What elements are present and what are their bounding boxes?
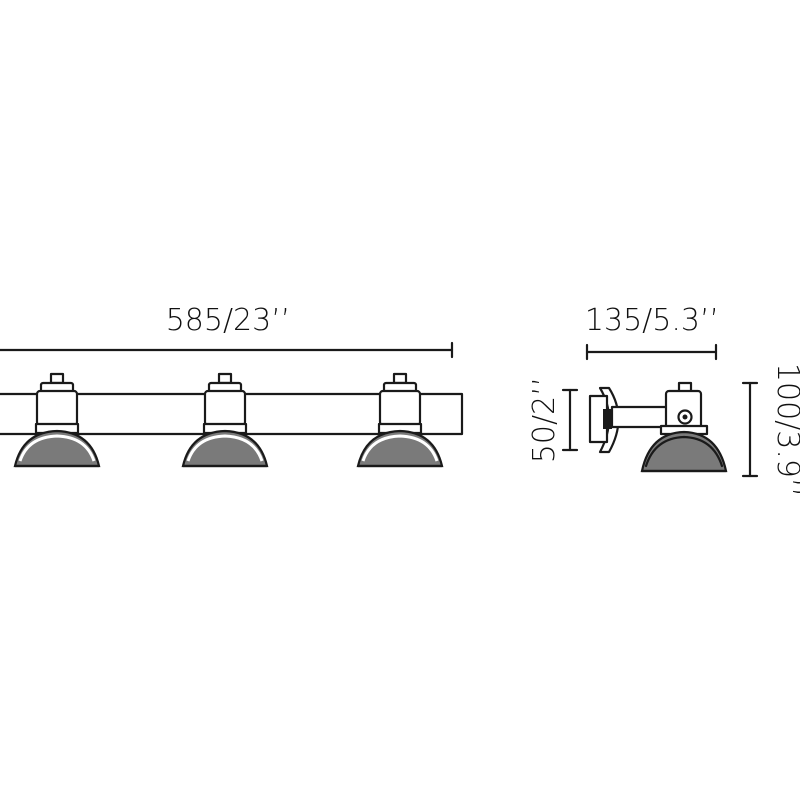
- total-height-dimension: 100/3.9’’: [741, 363, 800, 497]
- side-lamp-shade-rim: [644, 435, 724, 468]
- depth-dimension: 135/5.3’’: [585, 303, 719, 361]
- side-arm: [610, 405, 676, 429]
- side-lamp-head: [640, 381, 728, 473]
- width-dimension-label: 585/23’’: [166, 303, 291, 338]
- wall-plate: [588, 386, 620, 454]
- back-height-dimension: 50/2’’: [527, 377, 579, 463]
- side-lamp-pivot-pin: [682, 414, 688, 420]
- wall-plate-screw: [603, 409, 612, 429]
- depth-dimension-label: 135/5.3’’: [585, 303, 719, 338]
- total-height-dimension-label: 100/3.9’’: [770, 363, 800, 497]
- front-view: 585/23’’: [0, 303, 464, 468]
- width-dimension: 585/23’’: [0, 303, 454, 359]
- back-height-dimension-label: 50/2’’: [527, 377, 562, 463]
- side-view: 135/5.3’’ 50/2’’ 100/3.9’’: [527, 303, 800, 497]
